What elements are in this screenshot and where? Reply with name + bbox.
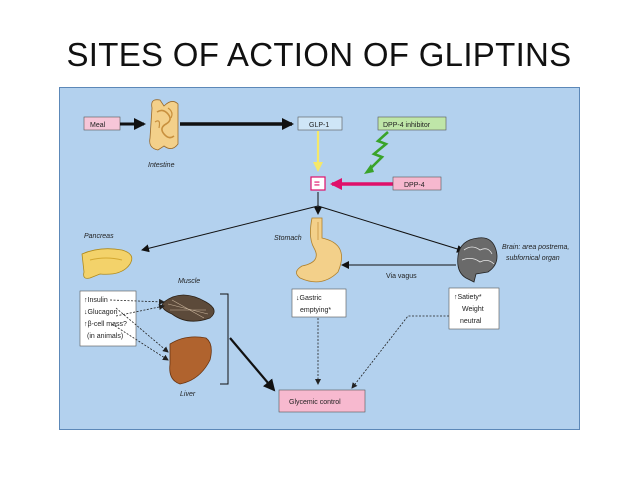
brain-to-glycemic-arrow — [351, 315, 449, 389]
glp1-label: GLP-1 — [309, 122, 329, 129]
arrow-to-pancreas — [141, 205, 319, 253]
pancreas-label: Pancreas — [84, 233, 114, 240]
stomach-icon — [296, 217, 342, 283]
meal-box: Meal — [83, 116, 121, 131]
inhibitor-zigzag-arrow — [368, 131, 389, 171]
brain-label-line1: Brain: area postrema, — [502, 244, 569, 251]
dpp4-box: DPP-4 — [392, 176, 442, 191]
brain-effects-box: ↑Satiety* Weight neutral — [448, 287, 500, 330]
glucagon-to-muscle-arrow — [115, 304, 165, 317]
pancreas-icon — [81, 248, 133, 279]
pancreas-effect-2: ↓Glucagon — [84, 309, 118, 316]
stomach-effect-2: emptying* — [300, 307, 331, 314]
muscle-liver-bracket — [220, 293, 229, 385]
block-symbol: = — [314, 179, 320, 190]
pancreas-effect-3: ↑β-cell mass? — [84, 321, 127, 328]
liver-label: Liver — [180, 391, 196, 398]
glycemic-control-label: Glycemic control — [289, 399, 341, 406]
block-symbol-box: = — [310, 176, 326, 191]
via-vagus-label: Via vagus — [386, 273, 417, 280]
dpp4-label: DPP-4 — [404, 182, 425, 189]
brain-icon — [457, 237, 498, 283]
liver-icon — [169, 336, 212, 385]
stomach-label: Stomach — [274, 235, 302, 242]
stomach-effect-1: ↓Gastric — [296, 295, 322, 302]
slide-title: SITES OF ACTION OF GLIPTINS — [66, 36, 572, 73]
muscle-icon — [161, 294, 215, 322]
pancreas-effects-box: ↑Insulin ↓Glucagon ↑β-cell mass? (in ani… — [79, 290, 137, 347]
beta-cell-to-liver-arrow — [111, 323, 169, 361]
brain-label-line2: subfornical organ — [506, 255, 560, 262]
glycemic-control-box: Glycemic control — [278, 389, 366, 413]
glucagon-to-liver-arrow — [115, 307, 169, 353]
brain-effect-3: neutral — [460, 318, 482, 325]
diagram-canvas: Meal Intestine GLP-1 DPP-4 inhibitor = D… — [79, 99, 569, 413]
intestine-icon — [149, 99, 179, 151]
meal-label: Meal — [90, 122, 106, 129]
pancreas-effect-4: (in animals) — [87, 333, 123, 340]
inhibitor-arrowhead — [364, 164, 374, 174]
bracket-to-glycemic-arrow — [229, 337, 276, 392]
muscle-label: Muscle — [178, 278, 200, 285]
brain-effect-1: ↑Satiety* — [454, 294, 482, 301]
diagram-panel: Meal Intestine GLP-1 DPP-4 inhibitor = D… — [59, 87, 580, 430]
intestine-label: Intestine — [148, 162, 175, 169]
arrow-to-brain — [317, 205, 465, 253]
glp1-box: GLP-1 — [297, 116, 343, 131]
brain-effect-2: Weight — [462, 306, 484, 313]
dpp4-inhibitor-box: DPP-4 inhibitor — [377, 116, 447, 131]
stomach-effects-box: ↓Gastric emptying* — [291, 288, 347, 318]
pancreas-effect-1: ↑Insulin — [84, 297, 108, 304]
dpp4-inhibitor-label: DPP-4 inhibitor — [383, 122, 431, 129]
